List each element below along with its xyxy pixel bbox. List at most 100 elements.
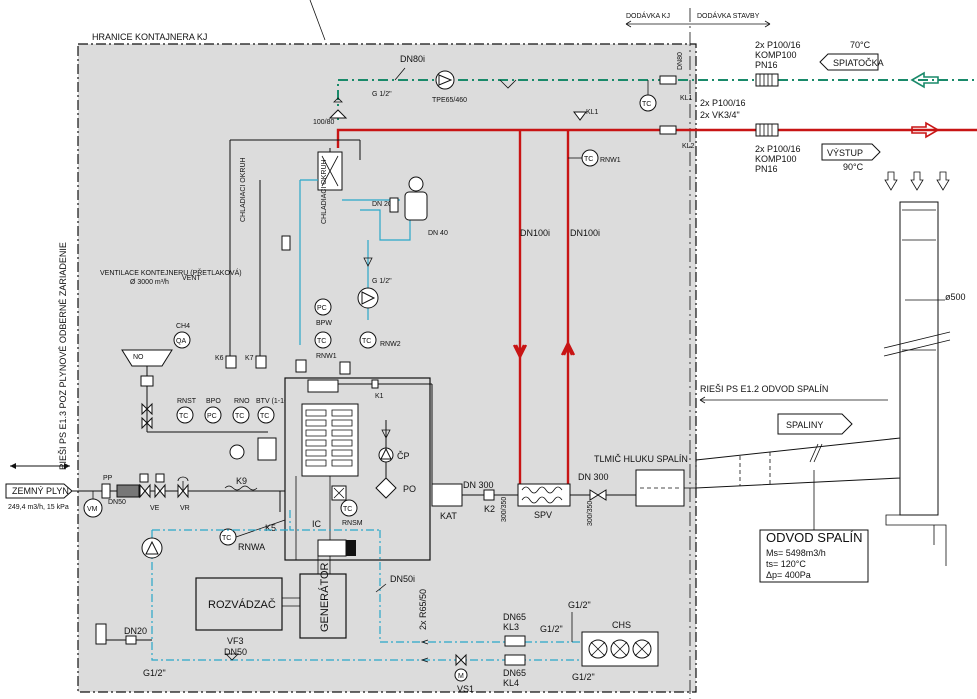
generator (299, 573, 347, 639)
catalyst-kat (431, 483, 463, 507)
chill-label-2: CHLADIACI OKRUH (321, 159, 328, 224)
exhaust-duct (695, 437, 901, 489)
container-title: HRANICE KONTAJNERA KJ (92, 32, 207, 42)
dn50i-label: DN50i (390, 574, 415, 584)
cp-label: ČP (397, 451, 410, 461)
cooling-tank (95, 623, 107, 645)
gas-scope-label: RIEŠI PS E1.3 POZ PLYNOVÉ ODBERNÉ ZARIAD… (58, 242, 68, 470)
svg-text:NO: NO (133, 354, 144, 361)
turbocharger (307, 379, 339, 393)
sensor-rnst-tc: TC (179, 413, 188, 420)
pipe-k9-label: K9 (236, 476, 247, 486)
vent-tag: VENT (182, 275, 201, 282)
riser-down-arrow (512, 344, 528, 360)
k7-label: K7 (245, 355, 254, 362)
gas-inlet-tag: ZEMNÝ PLYN (5, 483, 73, 499)
sensor-btv-tc: TC (260, 413, 269, 420)
sensor-rnsm-tc: TC (343, 506, 352, 513)
sensor-rnw1-int-label: RNW1 (316, 353, 337, 360)
expansion-vessel (404, 176, 428, 221)
supply-valve-label: KL1 (586, 109, 599, 116)
generator-label: GENERÁTOR (318, 562, 331, 632)
gas-filter-size: DN50 (108, 499, 126, 506)
svg-text:SPALINY: SPALINY (786, 420, 823, 430)
supply-pipe (336, 128, 977, 148)
oil-filter (257, 437, 277, 461)
sensor-rno (232, 406, 250, 424)
r85-label: 2x R65/50 (418, 589, 428, 630)
svg-text:ZEMNÝ PLYN: ZEMNÝ PLYN (12, 486, 69, 496)
sensor-rno-tc: TC (235, 413, 244, 420)
spaliny-tag: SPALINY (777, 413, 853, 435)
supply-extra-1: 2x P100/16 (700, 98, 746, 108)
sensor-rnwa-label: RNWA (238, 542, 265, 552)
chimney (883, 201, 951, 566)
kl4-label: KL4 (503, 678, 519, 688)
sensor-qa (173, 331, 191, 349)
return-gauge-label: 100/80 (313, 119, 335, 126)
g12-c: G1/2" (572, 672, 595, 682)
sensor-rnsm-label: RNSM (342, 520, 363, 527)
sensor-rnst (176, 406, 194, 424)
dn20-label: DN20 (124, 626, 147, 636)
supply-spec-2: KOMP100 (755, 154, 797, 164)
sensor-bpo-label: BPO (206, 398, 221, 405)
oil-separator-po (375, 477, 397, 499)
sensor-bpo (204, 406, 222, 424)
exhaust-spec-title: ODVOD SPALÍN (766, 530, 863, 545)
engine-cylinders (305, 409, 353, 467)
oil-tank: NO (121, 349, 173, 367)
return-stub-label: G 1/2" (372, 91, 392, 98)
chill-label-1: CHLADIACI OKRUH (240, 157, 247, 222)
g12-b: G1/2" (540, 624, 563, 634)
vent-flow: Ø 3000 m³/h (130, 279, 169, 286)
gas-flex (116, 484, 140, 498)
return-flow-arrow (910, 71, 939, 89)
supply-kl1: KL1 (680, 95, 693, 102)
sensor-btv (257, 406, 275, 424)
sensor-rnw2-tc: TC (642, 101, 651, 108)
sensor-rnw1-int-tc: TC (317, 338, 326, 345)
dn65-a: DN65 (503, 612, 526, 622)
sensor-rno-label: RNO (234, 398, 250, 405)
vf3-label: VF3 (227, 636, 244, 646)
vs1-motor: M (458, 673, 464, 680)
internal-pump (357, 287, 379, 309)
sensor-bpw-pc: PC (317, 305, 327, 312)
supply-split-right: DODÁVKA STAVBY (697, 11, 760, 20)
svg-text:SPIATOČKA: SPIATOČKA (833, 58, 884, 68)
return-size-label: DN80 (677, 52, 684, 70)
sensor-rnw2-int (359, 331, 377, 349)
g12-a: G1/2" (568, 600, 591, 610)
chimney-outflow-arrows (884, 171, 950, 191)
gas-flow-label: 249,4 m3/h, 15 kPa (8, 504, 69, 511)
return-spec-2: KOMP100 (755, 50, 797, 60)
return-compensator (755, 73, 779, 87)
sensor-rnst-label: RNST (177, 398, 197, 405)
return-pipe-label: DN80i (400, 54, 425, 64)
return-pump (435, 70, 455, 90)
dn300-a: DN 300 (463, 480, 494, 490)
valve-vs1 (455, 653, 467, 667)
supply-temp: 90°C (843, 162, 864, 172)
svg-text:VÝSTUP: VÝSTUP (827, 148, 863, 158)
riser-left-label: DN100i (520, 228, 550, 238)
container-boundary (77, 43, 697, 693)
sensor-rnw2-int-tc: TC (362, 338, 371, 345)
sensor-bpo-pc: PC (207, 413, 217, 420)
circulating-pump-cp (378, 447, 394, 463)
supply-spec-3: PN16 (755, 164, 778, 174)
dn65-b: DN65 (503, 668, 526, 678)
pipe-k5-label: K5 (265, 523, 276, 533)
dn50-label: DN50 (224, 647, 247, 657)
return-spec-1: 2x P100/16 (755, 40, 801, 50)
sensor-btv-label: BTV (1-16) (256, 398, 290, 405)
switchboard-label: ROZVÁDZAČ (208, 598, 276, 611)
riser-right-label: DN100i (570, 228, 600, 238)
return-spec-3: PN16 (755, 60, 778, 70)
k1-label: K1 (375, 393, 384, 400)
sensor-rnw1-label: RNW1 (600, 157, 621, 164)
sensor-bpw-label: BPW (316, 320, 332, 327)
sensor-qa-text: QA (176, 338, 186, 345)
ch4-label: CH4 (176, 323, 190, 330)
